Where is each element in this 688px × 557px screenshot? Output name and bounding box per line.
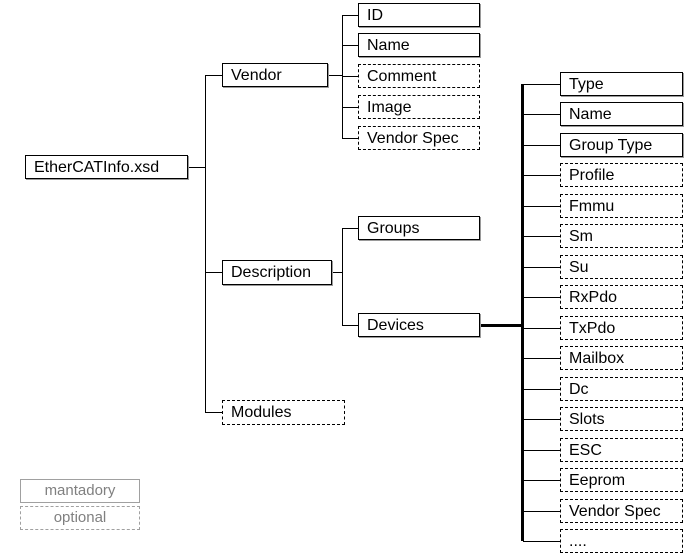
edge-trunk-to-vendor [205, 75, 223, 76]
edge-description-stub [333, 272, 343, 273]
edge-devices-child-14 [523, 511, 561, 512]
node-groups[interactable]: Groups [358, 216, 480, 240]
node-device-eeprom[interactable]: Eeprom [560, 468, 683, 492]
node-vendor-image[interactable]: Image [358, 95, 480, 119]
edge-vendor-child-3 [342, 107, 359, 108]
edge-trunk-to-description [205, 272, 223, 273]
node-device-group-type[interactable]: Group Type [560, 133, 683, 157]
legend: mantadory optional [20, 479, 160, 530]
edge-devices-children-trunk [521, 84, 524, 541]
edge-devices-child-0 [523, 84, 561, 85]
node-vendor-name[interactable]: Name [358, 33, 480, 57]
node-device-more[interactable]: .... [560, 529, 683, 553]
node-root[interactable]: EtherCATInfo.xsd [25, 155, 188, 179]
edge-devices-child-5 [523, 236, 561, 237]
edge-devices-child-13 [523, 480, 561, 481]
edge-devices-child-6 [523, 267, 561, 268]
edge-vendor-child-4 [342, 138, 359, 139]
edge-devices-child-12 [523, 450, 561, 451]
edge-devices-child-10 [523, 389, 561, 390]
node-device-su[interactable]: Su [560, 255, 683, 279]
edge-devices-child-9 [523, 358, 561, 359]
edge-description-child-1 [342, 325, 359, 326]
edge-vendor-child-1 [342, 45, 359, 46]
node-device-txpdo[interactable]: TxPdo [560, 316, 683, 340]
node-device-slots[interactable]: Slots [560, 407, 683, 431]
node-vendor-id[interactable]: ID [358, 3, 480, 27]
edge-devices-child-3 [523, 175, 561, 176]
edge-devices-stub [480, 324, 523, 327]
edge-devices-child-4 [523, 206, 561, 207]
legend-mandatory: mantadory [20, 479, 140, 503]
edge-devices-child-7 [523, 297, 561, 298]
edge-vendor-stub [329, 75, 343, 76]
node-description[interactable]: Description [222, 260, 332, 285]
edge-trunk-to-modules [205, 412, 223, 413]
node-device-fmmu[interactable]: Fmmu [560, 194, 683, 218]
node-device-vendor-spec[interactable]: Vendor Spec [560, 499, 683, 523]
edge-level1-trunk [205, 75, 206, 413]
node-device-profile[interactable]: Profile [560, 163, 683, 187]
node-device-esc[interactable]: ESC [560, 438, 683, 462]
legend-optional: optional [20, 506, 140, 530]
node-device-mailbox[interactable]: Mailbox [560, 346, 683, 370]
node-device-dc[interactable]: Dc [560, 377, 683, 401]
node-devices[interactable]: Devices [358, 313, 480, 337]
edge-devices-child-1 [523, 114, 561, 115]
node-vendor[interactable]: Vendor [222, 63, 328, 87]
edge-description-child-0 [342, 228, 359, 229]
edge-devices-child-8 [523, 328, 561, 329]
node-device-type[interactable]: Type [560, 72, 683, 96]
node-modules[interactable]: Modules [222, 400, 345, 425]
edge-vendor-child-2 [342, 76, 359, 77]
edge-description-children-trunk [342, 228, 343, 326]
edge-devices-child-15 [523, 541, 561, 542]
node-device-name[interactable]: Name [560, 102, 683, 126]
edge-root-stub [189, 167, 206, 168]
edge-devices-child-2 [523, 145, 561, 146]
node-device-sm[interactable]: Sm [560, 224, 683, 248]
node-device-rxpdo[interactable]: RxPdo [560, 285, 683, 309]
edge-vendor-child-0 [342, 15, 359, 16]
node-vendor-vendor-spec[interactable]: Vendor Spec [358, 126, 480, 150]
edge-devices-child-11 [523, 419, 561, 420]
node-vendor-comment[interactable]: Comment [358, 64, 480, 88]
